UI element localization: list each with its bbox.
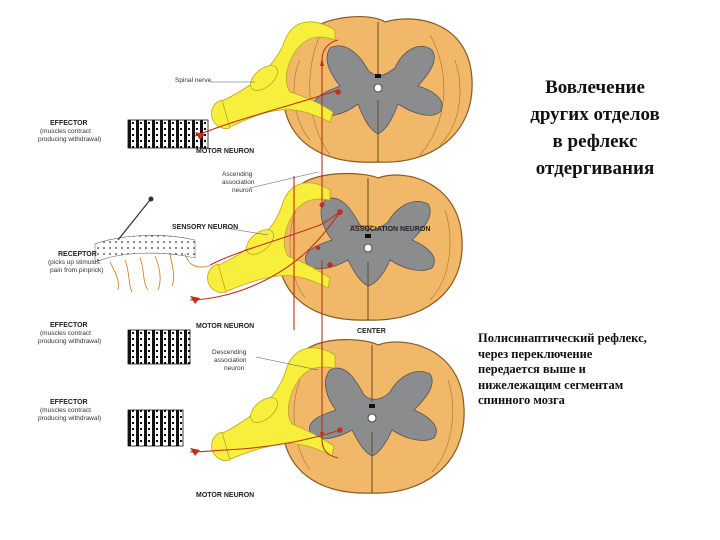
- spinal-nerves: [207, 21, 336, 461]
- label-center: CENTER: [357, 328, 386, 335]
- label-descending: Descending: [212, 349, 247, 356]
- label-receptor: RECEPTOR: [58, 251, 97, 258]
- label-effector-mid-sub1: (muscles contract: [40, 330, 91, 337]
- label-effector-top: EFFECTOR: [50, 120, 88, 127]
- spinal-segment-top: [282, 16, 473, 163]
- description-line: через переключение: [478, 346, 593, 361]
- label-ascending-3: neuron: [232, 187, 253, 194]
- description-line: спинного мозга: [478, 393, 565, 407]
- title-line: в рефлекс: [552, 131, 638, 152]
- neuron-arrows: [190, 58, 324, 456]
- label-effector-top-sub1: (muscles contract: [40, 128, 91, 135]
- label-receptor-sub1: (picks up stimulus:: [48, 259, 102, 266]
- diagram-labels: Spinal nerve EFFECTOR (muscles contract …: [38, 77, 430, 499]
- label-ascending: Ascending: [222, 171, 253, 178]
- label-effector-mid-sub2: producing withdrawal): [38, 338, 101, 345]
- effector-muscles: [127, 119, 209, 447]
- title-line: отдергивания: [535, 158, 655, 179]
- neuron-dots: [315, 89, 343, 433]
- label-effector-top-sub2: producing withdrawal): [38, 136, 101, 143]
- slide-title: Вовлечение других отделов в рефлекс отде…: [490, 74, 700, 182]
- receptor-skin: [94, 196, 211, 293]
- slide-description: Полисинаптический рефлекс, через переклю…: [478, 331, 704, 409]
- label-ascending-2: association: [222, 179, 255, 186]
- label-effector-bot-sub1: (muscles contract: [40, 407, 91, 414]
- description-line: Полисинаптический рефлекс,: [478, 331, 647, 345]
- label-effector-bot: EFFECTOR: [50, 399, 88, 406]
- description-line: нижележащим сегментам: [478, 377, 624, 392]
- label-association-neuron: ASSOCIATION NEURON: [350, 226, 430, 233]
- label-descending-2: association: [214, 357, 247, 364]
- label-spinal-nerve: Spinal nerve: [175, 77, 212, 84]
- neuron-pathways: [189, 39, 372, 459]
- pin-icon: [117, 199, 151, 241]
- label-motor-neuron-bot: MOTOR NEURON: [196, 492, 254, 499]
- title-line: Вовлечение: [545, 77, 645, 98]
- label-descending-3: neuron: [224, 365, 245, 372]
- title-line: других отделов: [530, 104, 660, 125]
- description-line: передается выше и: [478, 362, 586, 376]
- label-motor-neuron-top: MOTOR NEURON: [196, 148, 254, 155]
- label-effector-mid: EFFECTOR: [50, 322, 88, 329]
- spinal-segment-bottom: [281, 338, 465, 494]
- label-receptor-sub2: pain from pinprick): [50, 267, 103, 274]
- label-sensory-neuron: SENSORY NEURON: [172, 224, 238, 231]
- label-effector-bot-sub2: producing withdrawal): [38, 415, 101, 422]
- label-motor-neuron-mid: MOTOR NEURON: [196, 323, 254, 330]
- leader-lines: [210, 81, 319, 371]
